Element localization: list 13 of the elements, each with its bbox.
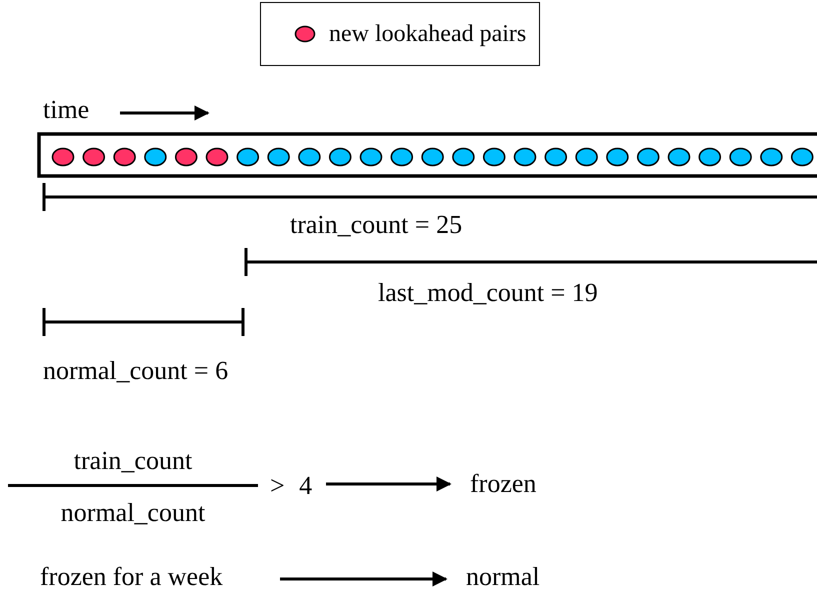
count-label: train_count = 25 [290, 212, 462, 238]
denominator-text: normal_count [60, 500, 206, 526]
time-label: time [43, 97, 90, 123]
arrow [326, 476, 452, 492]
arrow [280, 572, 448, 586]
state-text: frozen [470, 471, 536, 497]
state-text: frozen for a week [40, 564, 223, 590]
count-label: normal_count = 6 [43, 358, 228, 384]
numerator-text: train_count [72, 448, 194, 474]
count-label: last_mod_count = 19 [378, 280, 598, 306]
legend-text: new lookahead pairs [329, 22, 526, 46]
state-text: normal [466, 564, 540, 590]
comparison-text: > 4 [270, 473, 312, 499]
